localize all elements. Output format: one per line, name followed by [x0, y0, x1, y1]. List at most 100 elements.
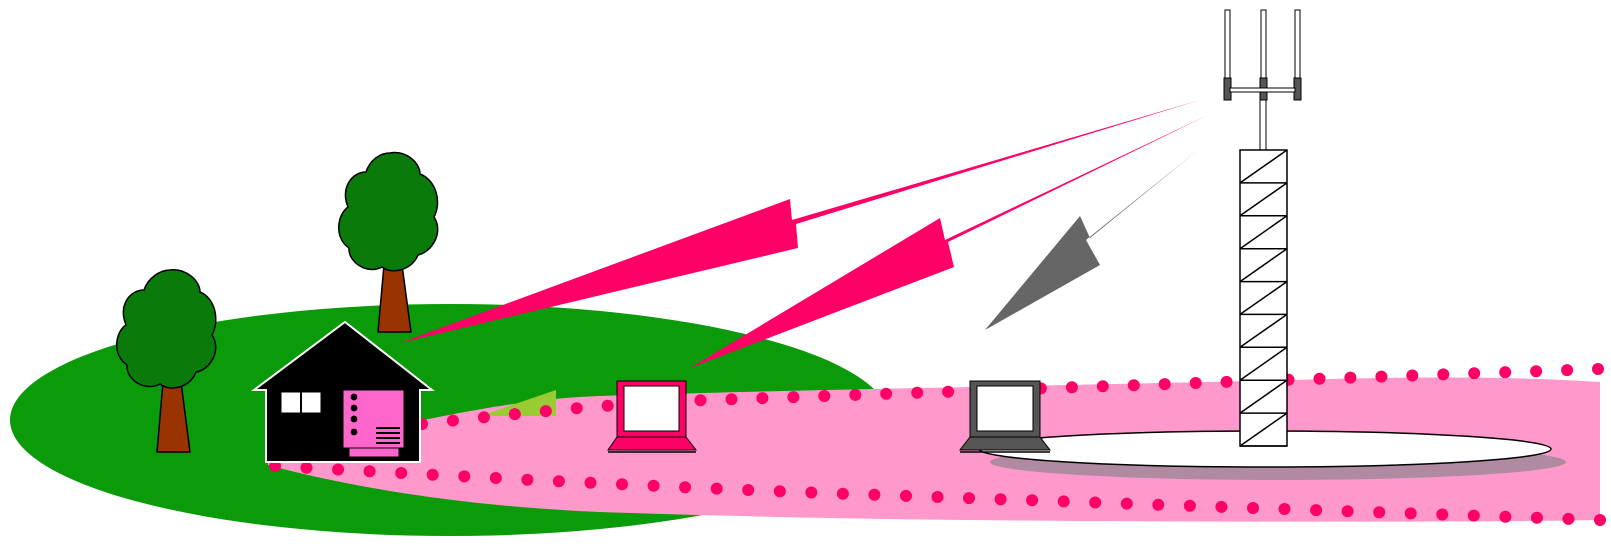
- coverage-dot: [1120, 497, 1133, 510]
- coverage-dot: [1127, 379, 1140, 392]
- tower-brace: [1239, 248, 1288, 283]
- coverage-dot: [1310, 504, 1323, 517]
- laptop-connected: [607, 380, 698, 453]
- coverage-dot: [1561, 364, 1574, 377]
- tower-brace: [1239, 346, 1288, 381]
- coverage-dot: [508, 408, 521, 421]
- coverage-dot: [539, 405, 552, 418]
- coverage-dot: [395, 467, 408, 479]
- coverage-dot: [880, 387, 893, 400]
- laptop-disconnected: [958, 380, 1052, 453]
- coverage-dot: [1152, 498, 1165, 511]
- coverage-dot: [616, 478, 628, 491]
- coverage-dot: [1499, 510, 1512, 523]
- tower-brace: [1239, 412, 1288, 447]
- coverage-dot: [742, 484, 755, 496]
- coverage-dot: [710, 482, 723, 495]
- sliver-shape: [480, 390, 556, 416]
- coverage-dot: [446, 414, 459, 427]
- coverage-dots-bottom: [269, 460, 1606, 526]
- coverage-dot: [963, 492, 975, 505]
- coverage-dot: [1468, 367, 1481, 380]
- coverage-dot: [756, 392, 769, 405]
- coverage-dot: [694, 394, 707, 407]
- coverage-dot: [489, 472, 502, 484]
- coverage-dot: [911, 386, 924, 399]
- coverage-dot: [1373, 506, 1386, 519]
- coverage-dot: [426, 468, 439, 481]
- coverage-dot: [1530, 365, 1543, 378]
- coverage-dot: [1183, 499, 1196, 512]
- coverage-dot: [1247, 502, 1259, 514]
- coverage-dot: [1278, 503, 1291, 515]
- coverage-dot: [787, 391, 800, 404]
- coverage-dot: [1189, 377, 1202, 389]
- coverage-dot: [332, 463, 345, 476]
- coverage-dot: [836, 487, 849, 500]
- coverage-dot: [818, 390, 831, 402]
- coverage-dot: [1406, 369, 1419, 382]
- coverage-dot: [1437, 368, 1450, 381]
- coverage-dot: [1026, 494, 1039, 507]
- coverage-dot: [1313, 372, 1326, 385]
- signal-to-gray-laptop: [985, 150, 1198, 330]
- coverage-dot: [1096, 380, 1109, 393]
- coverage-dot: [1375, 370, 1388, 383]
- coverage-dot: [679, 481, 692, 494]
- coverage-dot: [1530, 511, 1543, 524]
- coverage-dot: [931, 491, 944, 503]
- tree-trunk: [377, 264, 412, 333]
- coverage-dot: [994, 493, 1007, 506]
- tower-brace: [1239, 379, 1288, 414]
- tree-foliage: [116, 269, 217, 389]
- tree-foliage: [338, 151, 439, 272]
- coverage-dot: [1065, 381, 1078, 394]
- coverage-dot: [1220, 375, 1233, 388]
- coverage-dot: [805, 486, 818, 499]
- house-icon: [250, 320, 435, 463]
- coverage-dot: [1404, 507, 1417, 520]
- coverage-dot: [1436, 508, 1449, 521]
- coverage-dot: [300, 461, 313, 474]
- tower-lattice: [1239, 149, 1288, 447]
- coverage-dot: [552, 475, 565, 488]
- coverage-dot: [584, 476, 597, 489]
- coverage-dot: [1499, 366, 1512, 379]
- coverage-dot: [1057, 495, 1070, 508]
- coverage-dot: [1592, 363, 1604, 375]
- coverage-dot: [477, 411, 490, 424]
- coverage-dot: [363, 465, 376, 478]
- coverage-dot: [1341, 505, 1354, 518]
- tower-brace: [1239, 313, 1288, 348]
- tree-icon: [338, 151, 439, 333]
- coverage-dot: [1594, 514, 1606, 526]
- cell-tower-icon: [1223, 9, 1302, 447]
- coverage-dot: [849, 388, 862, 401]
- coverage-dot: [1089, 496, 1102, 509]
- tree-icon: [116, 269, 217, 453]
- coverage-dot: [601, 399, 614, 412]
- signal-to-laptop: [690, 115, 1208, 368]
- coverage-dot: [1467, 509, 1480, 522]
- coverage-dot: [1215, 500, 1228, 513]
- coverage-dot: [647, 479, 660, 492]
- coverage-dot: [725, 393, 738, 406]
- tower-brace: [1239, 215, 1288, 250]
- coverage-dot: [900, 489, 912, 502]
- coverage-dot: [773, 485, 786, 498]
- modem-icon: [342, 389, 405, 458]
- tower-brace: [1239, 149, 1288, 184]
- coverage-dot: [868, 488, 881, 501]
- coverage-dot: [458, 470, 471, 483]
- tower-brace: [1239, 280, 1288, 316]
- coverage-dot: [1158, 378, 1171, 391]
- coverage-dot: [1562, 512, 1575, 525]
- tower-brace: [1239, 182, 1288, 217]
- coverage-dot: [1344, 371, 1357, 384]
- coverage-dot: [570, 402, 583, 415]
- coverage-dot: [521, 473, 534, 486]
- coverage-dot: [942, 385, 955, 398]
- signal-to-house: [400, 100, 1200, 343]
